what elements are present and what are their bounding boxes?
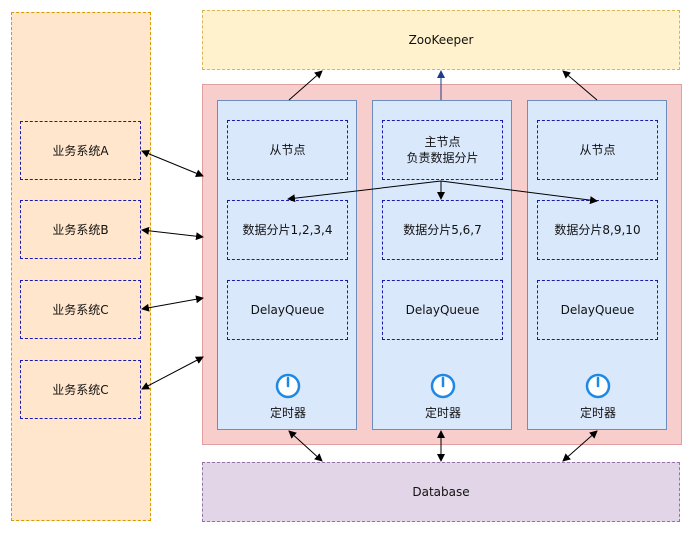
arrow-business-c2-cluster — [141, 356, 204, 390]
node-role-sublabel: 负责数据分片 — [406, 151, 479, 165]
business-system-c-2: 业务系统C — [20, 360, 141, 419]
business-system-label: 业务系统B — [52, 222, 109, 237]
arrow-business-a-cluster — [141, 149, 204, 178]
node-queue-box: DelayQueue — [382, 280, 503, 340]
node-queue-label: DelayQueue — [405, 303, 480, 317]
database-box: Database — [202, 462, 680, 522]
arrow-master-shard1 — [287, 180, 442, 203]
node-queue-box: DelayQueue — [227, 280, 348, 340]
node-shard-label: 数据分片8,9,10 — [554, 223, 641, 237]
timer-label: 定时器 — [579, 406, 616, 420]
business-system-label: 业务系统C — [52, 302, 109, 317]
node-role-label: 从节点 — [269, 143, 306, 157]
business-system-label: 业务系统A — [52, 143, 109, 158]
zookeeper-box: ZooKeeper — [202, 10, 680, 70]
node-queue-label: DelayQueue — [250, 303, 325, 317]
arrow-business-c-cluster — [141, 295, 204, 312]
arrow-node3-zookeeper — [562, 70, 598, 101]
database-label: Database — [412, 485, 470, 499]
timer-icon — [275, 373, 301, 399]
node-shard-box: 数据分片5,6,7 — [382, 200, 503, 260]
node-role-label: 主节点 — [424, 135, 461, 149]
node-queue-box: DelayQueue — [537, 280, 658, 340]
timer-icon — [585, 373, 611, 399]
business-system-b: 业务系统B — [20, 200, 141, 259]
arrow-node1-database — [288, 430, 323, 462]
node-role-box: 主节点 负责数据分片 — [382, 120, 503, 180]
arrow-master-shard3 — [440, 180, 598, 205]
node-shard-label: 数据分片1,2,3,4 — [242, 223, 333, 237]
arrow-business-b-cluster — [141, 226, 204, 241]
business-system-c: 业务系统C — [20, 280, 141, 339]
arrow-node3-database — [562, 430, 598, 462]
node-role-label: 从节点 — [579, 143, 616, 157]
business-system-label: 业务系统C — [52, 382, 109, 397]
timer-label: 定时器 — [269, 406, 306, 420]
timer-label: 定时器 — [424, 406, 461, 420]
node-role-box: 从节点 — [227, 120, 348, 180]
node-shard-label: 数据分片5,6,7 — [403, 223, 482, 237]
zookeeper-label: ZooKeeper — [408, 33, 474, 47]
node-role-box: 从节点 — [537, 120, 658, 180]
arrow-node1-zookeeper — [288, 70, 323, 101]
timer-icon — [430, 373, 456, 399]
node-queue-label: DelayQueue — [560, 303, 635, 317]
business-systems-panel — [11, 12, 151, 521]
business-system-a: 业务系统A — [20, 121, 141, 180]
